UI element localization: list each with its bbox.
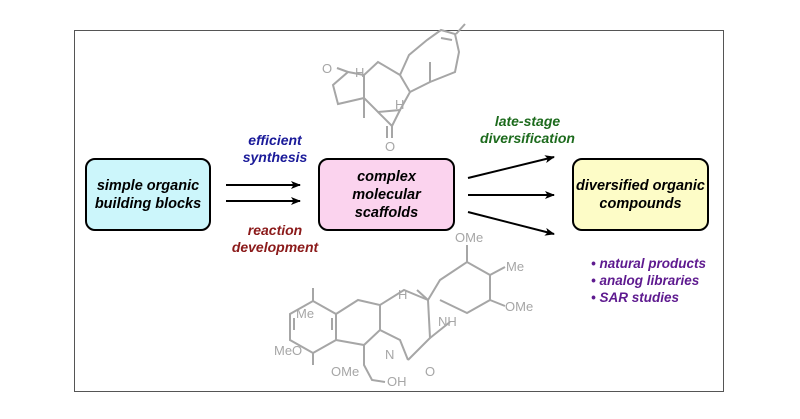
- atom-label: MeO: [274, 343, 303, 358]
- atom-label: Me: [296, 306, 315, 321]
- atom-label: OMe: [505, 299, 534, 314]
- atom-label: H: [355, 65, 365, 80]
- efficient-synthesis-label: efficient synthesis: [242, 132, 308, 165]
- figure-frame: [74, 30, 724, 392]
- bottom-molecule-structure: [289, 245, 506, 383]
- late-stage-diversification-label: late-stage diversification: [480, 113, 575, 146]
- atom-label: O: [425, 364, 436, 379]
- top-molecule-structure: [331, 23, 466, 138]
- arrow-diverge-down: [467, 211, 555, 236]
- applications-list: natural products analog libraries SAR st…: [591, 255, 706, 306]
- atom-label: N: [385, 347, 395, 362]
- atom-label: OMe: [331, 364, 360, 379]
- atom-label: Me: [506, 259, 525, 274]
- simple-building-blocks-box: simple organic building blocks: [85, 158, 211, 231]
- application-item: SAR studies: [591, 289, 706, 306]
- complex-scaffolds-box: complex molecular scaffolds: [318, 158, 455, 231]
- atom-label: H: [395, 97, 405, 112]
- atom-label: NH: [438, 314, 457, 329]
- diversified-compounds-box: diversified organic compounds: [572, 158, 709, 231]
- atom-label: H: [398, 287, 408, 302]
- atom-label: O: [385, 139, 396, 154]
- application-item: natural products: [591, 255, 706, 272]
- atom-label: OH: [387, 374, 407, 389]
- application-item: analog libraries: [591, 272, 706, 289]
- arrow-diverge-up: [467, 155, 555, 179]
- reaction-development-label: reaction development: [231, 222, 319, 255]
- atom-label: OMe: [455, 230, 484, 245]
- atom-label: O: [322, 61, 333, 76]
